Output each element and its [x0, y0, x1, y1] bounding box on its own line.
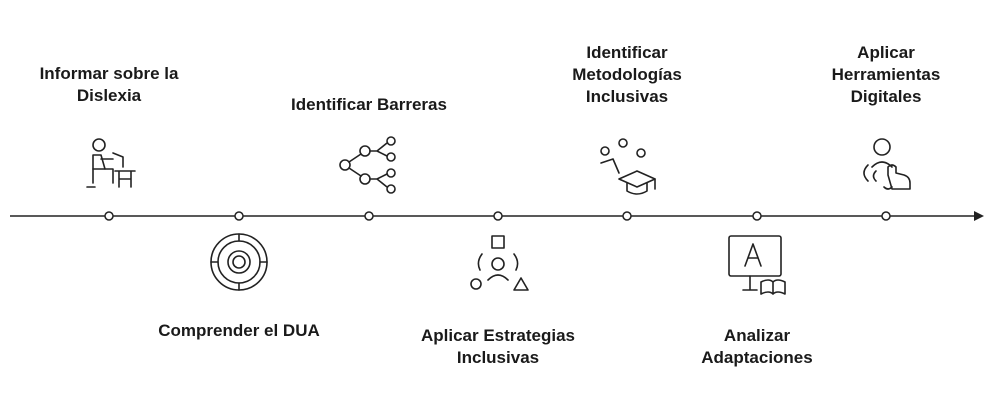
step-label-metodologias: Identificar Metodologías Inclusivas [572, 43, 682, 106]
timeline-node [364, 211, 374, 221]
timeline-node [104, 211, 114, 221]
timeline-arrowhead [974, 211, 984, 221]
step-label-comprender: Comprender el DUA [158, 321, 320, 340]
graduation-cap-icon [595, 135, 659, 199]
network-nodes-icon [337, 133, 401, 197]
timeline-node [234, 211, 244, 221]
timeline-node [881, 211, 891, 221]
timeline-node [622, 211, 632, 221]
step-label-barreras: Identificar Barreras [291, 95, 447, 114]
shapes-person-icon [466, 232, 530, 296]
step-label-adaptaciones: Analizar Adaptaciones [701, 326, 813, 367]
touch-gesture-icon [854, 135, 918, 199]
target-rings-icon [207, 230, 271, 294]
timeline-node [752, 211, 762, 221]
step-label-herramientas: Aplicar Herramientas Digitales [831, 43, 941, 106]
step-label-informar: Informar sobre la Dislexia [39, 64, 179, 105]
timeline-node [493, 211, 503, 221]
screen-book-icon [725, 232, 789, 296]
step-label-estrategias: Aplicar Estrategias Inclusivas [420, 326, 575, 367]
person-at-desk-icon [77, 135, 141, 199]
